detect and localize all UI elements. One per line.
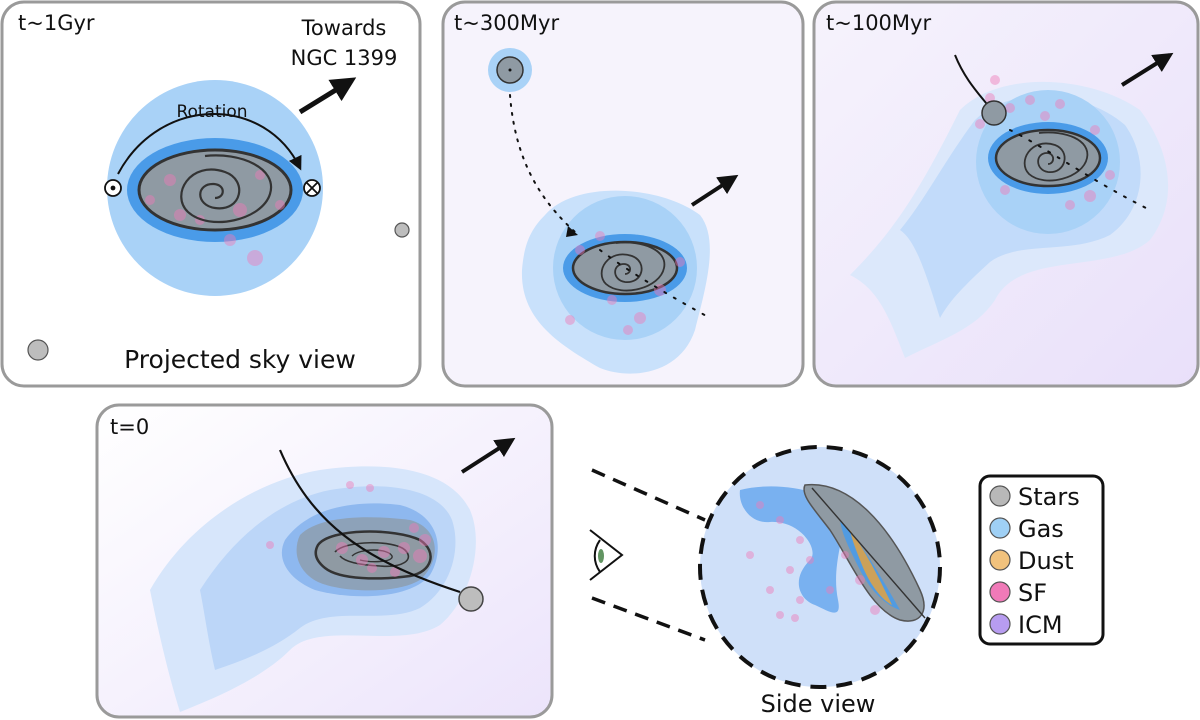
legend-item-icm: ICM xyxy=(989,611,1063,639)
legend-item-dust: Dust xyxy=(989,547,1074,575)
rotation-arrow xyxy=(117,113,302,175)
time-label: t=0 xyxy=(110,415,149,439)
star-formation-clumps xyxy=(266,481,431,577)
star-formation-clumps xyxy=(746,501,880,622)
panel-t0: t=0 xyxy=(95,403,554,719)
stellar-disk xyxy=(137,148,293,232)
eye-icon xyxy=(589,529,624,581)
motion-arrow xyxy=(298,77,357,115)
rotation-away-viewer-icon xyxy=(303,179,321,197)
legend-swatch xyxy=(989,613,1011,635)
scale-marker-galaxy xyxy=(27,339,49,361)
time-label: t~300Myr xyxy=(454,11,559,35)
towards-label-line2: NGC 1399 xyxy=(291,46,398,70)
spiral-arms xyxy=(334,541,410,568)
legend-item-stars: Stars xyxy=(989,483,1080,511)
legend-swatch xyxy=(989,485,1011,507)
legend-label: Dust xyxy=(1018,547,1074,575)
companion-galaxy xyxy=(981,100,1007,126)
legend-swatch xyxy=(989,581,1011,603)
time-label: t~1Gyr xyxy=(18,11,95,35)
panel-100myr: t~100Myr xyxy=(812,0,1200,388)
towards-label-line1: Towards xyxy=(301,16,387,40)
rotation-toward-viewer-icon xyxy=(104,179,122,197)
trajectory-arrowhead xyxy=(566,226,578,237)
star-formation-clumps xyxy=(565,231,685,335)
stellar-disk xyxy=(994,128,1102,188)
companion-galaxy xyxy=(394,222,410,238)
legend-swatch xyxy=(989,517,1011,539)
legend-label: SF xyxy=(1018,579,1047,607)
rotation-label: Rotation xyxy=(176,102,247,122)
side-view: Side view xyxy=(589,445,942,718)
companion-galaxy xyxy=(458,586,484,612)
panel-300myr: t~300Myr xyxy=(441,0,805,388)
legend-item-gas: Gas xyxy=(989,515,1064,543)
spiral-arms xyxy=(180,154,273,224)
legend-label: ICM xyxy=(1018,611,1063,639)
companion-trajectory xyxy=(278,449,461,594)
spiral-arms xyxy=(600,241,666,292)
legend-label: Gas xyxy=(1018,515,1064,543)
side-view-frame xyxy=(698,445,942,689)
panel-1gyr: t~1Gyr Towards NGC 1399 Rotation Project… xyxy=(0,0,422,388)
legend-swatch xyxy=(989,549,1011,571)
time-label: t~100Myr xyxy=(826,11,931,35)
gas-stripped xyxy=(739,486,843,613)
motion-arrow xyxy=(690,174,739,207)
star-formation-clumps xyxy=(975,75,1115,210)
side-view-caption: Side view xyxy=(761,690,876,718)
legend-box xyxy=(978,474,1105,646)
projected-view-caption: Projected sky view xyxy=(124,345,356,374)
motion-arrow xyxy=(1120,52,1174,87)
dust-lane xyxy=(850,530,892,605)
zoom-line-top xyxy=(591,468,706,522)
motion-arrow xyxy=(460,437,516,474)
zoom-line-bottom xyxy=(591,596,706,642)
legend-label: Stars xyxy=(1018,483,1080,511)
spiral-arms xyxy=(1023,131,1089,182)
legend-item-sf: SF xyxy=(989,579,1047,607)
